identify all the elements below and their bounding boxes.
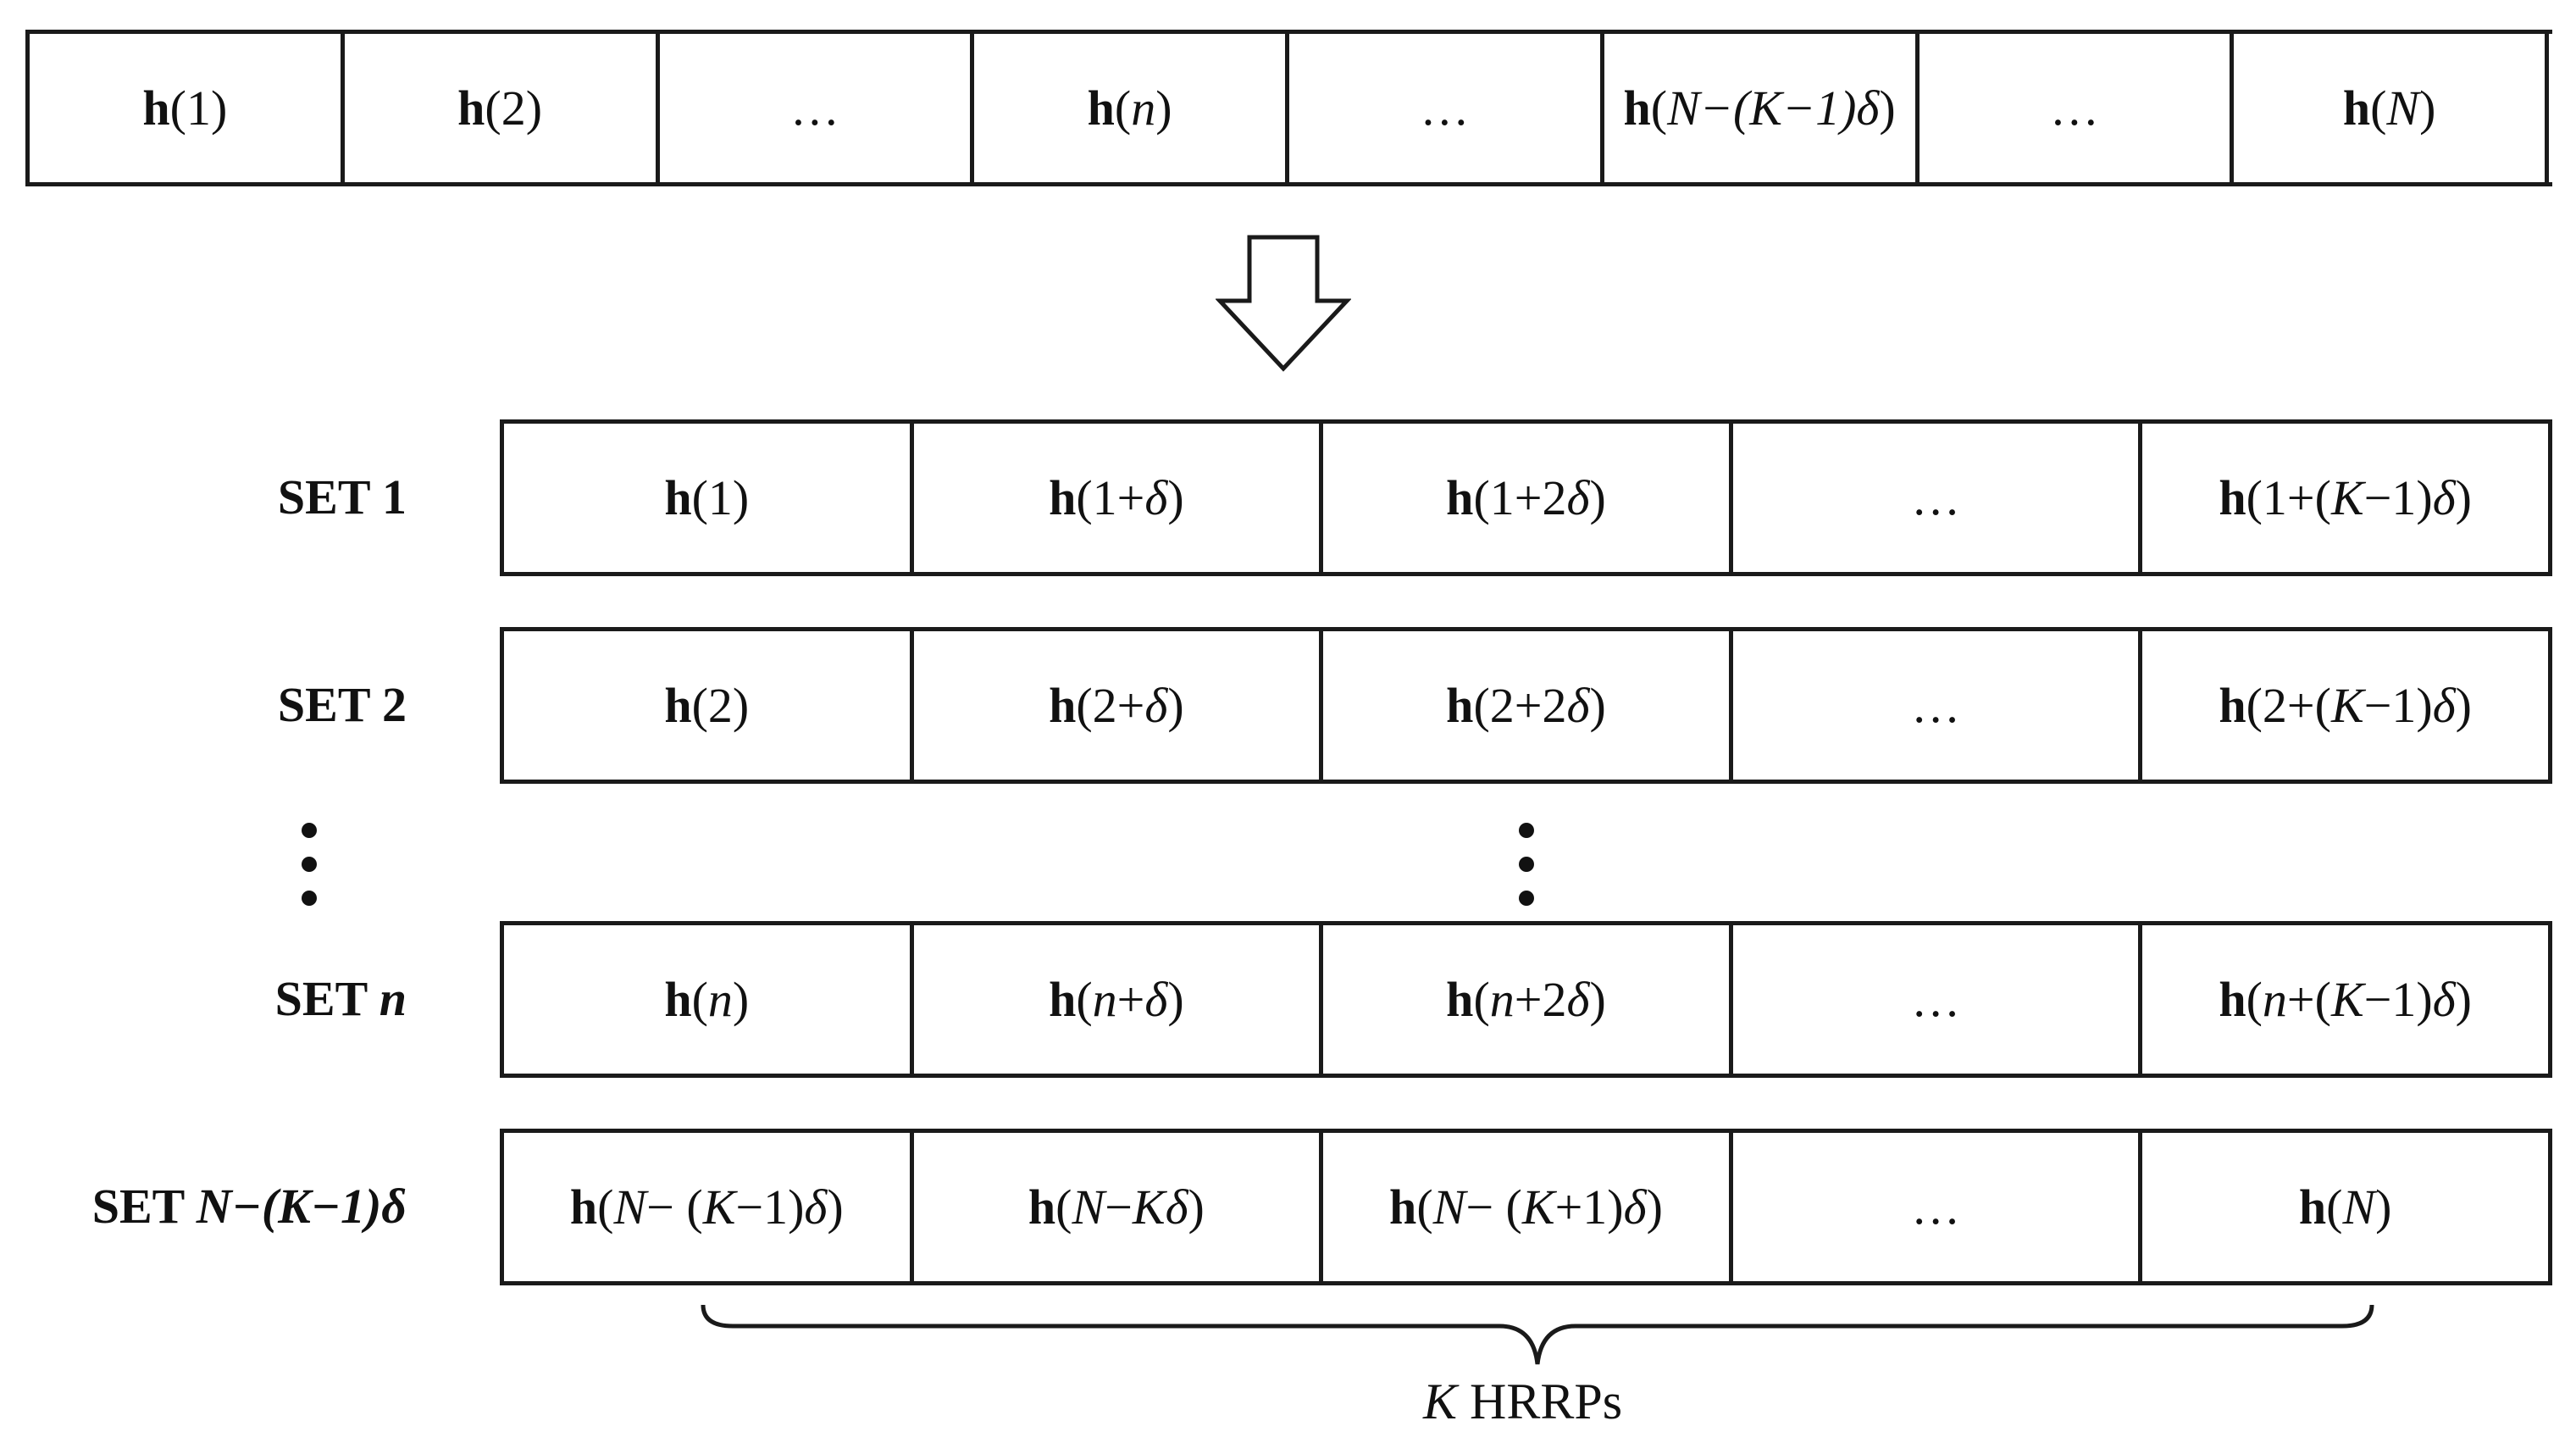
hrrp-sequence-row: h(1) h(2) … h(n) … h(N−(K−1)δ) … h(N) [25,30,2552,186]
cell-text: h(n+2δ) [1446,972,1606,1027]
cell-text: … [1911,470,1961,525]
cell-text: … [2049,80,2099,136]
set-cell: h(N− (K+1)δ) [1323,1133,1733,1281]
sequence-cell-ellipsis: … [1920,34,2235,182]
cell-text: h(1+2δ) [1446,470,1606,525]
sequence-cell: h(N−(K−1)δ) [1604,34,1920,182]
cell-text: h(2) [457,80,543,136]
set-cell: h(2) [504,631,914,780]
cell-text: … [1911,972,1961,1027]
set-cell: h(N) [2142,1133,2552,1281]
set-row: h(n) h(n+δ) h(n+2δ) … h(n+(K−1)δ) [500,921,2552,1078]
sequence-cell: h(1) [30,34,345,182]
set-cell: h(n+δ) [914,925,1324,1074]
set-cell: h(N−Kδ) [914,1133,1324,1281]
set-label: SET 1 [277,469,407,524]
cell-text: h(N−Kδ) [1028,1179,1205,1235]
sequence-cell-ellipsis: … [1289,34,1604,182]
cell-text: h(2+2δ) [1446,678,1606,733]
down-arrow-icon [1216,235,1351,372]
set-cell-ellipsis: … [1733,631,2143,780]
sequence-cell-ellipsis: … [660,34,975,182]
cell-text: h(1) [664,470,750,525]
cell-text: h(2+(K−1)δ) [2219,678,2472,733]
sequence-cell: h(N) [2234,34,2549,182]
set-cell: h(n+(K−1)δ) [2142,925,2552,1074]
cell-text: h(N) [2298,1179,2392,1235]
cell-text: h(1) [142,80,228,136]
set-cell: h(1+δ) [914,424,1324,572]
cell-text: h(N) [2342,80,2436,136]
cell-text: h(1+δ) [1049,470,1184,525]
set-cell: h(1) [504,424,914,572]
set-cell: h(2+(K−1)δ) [2142,631,2552,780]
set-cell: h(N− (K−1)δ) [504,1133,914,1281]
cell-text: h(N− (K−1)δ) [569,1179,844,1235]
cell-text: h(n+(K−1)δ) [2219,972,2472,1027]
vertical-ellipsis-icon [1519,823,1534,906]
cell-text: … [1911,678,1961,733]
set-row: h(1) h(1+δ) h(1+2δ) … h(1+(K−1)δ) [500,419,2552,576]
set-label: SET N−(K−1)δ [91,1179,407,1234]
set-cell-ellipsis: … [1733,1133,2143,1281]
set-row: h(2) h(2+δ) h(2+2δ) … h(2+(K−1)δ) [500,627,2552,784]
set-row: h(N− (K−1)δ) h(N−Kδ) h(N− (K+1)δ) … h(N) [500,1129,2552,1285]
curly-brace-icon [701,1304,2374,1365]
set-label: SET 2 [277,677,407,732]
cell-text: h(N− (K+1)δ) [1389,1179,1663,1235]
set-cell: h(n+2δ) [1323,925,1733,1074]
set-cell: h(1+2δ) [1323,424,1733,572]
cell-text: h(n) [664,972,750,1027]
cell-text: … [1420,80,1470,136]
cell-text: … [1911,1179,1961,1235]
k-hrrps-label: K HRRPs [1423,1374,1623,1429]
cell-text: h(n) [1087,80,1172,136]
set-label: SET n [274,971,407,1026]
sequence-cell: h(2) [345,34,660,182]
set-cell: h(n) [504,925,914,1074]
cell-text: h(1+(K−1)δ) [2219,470,2472,525]
set-cell: h(2+δ) [914,631,1324,780]
vertical-ellipsis-icon [302,823,317,906]
set-cell-ellipsis: … [1733,925,2143,1074]
cell-text: h(2) [664,678,750,733]
cell-text: h(2+δ) [1049,678,1184,733]
set-cell: h(1+(K−1)δ) [2142,424,2552,572]
cell-text: h(n+δ) [1049,972,1184,1027]
cell-text: h(N−(K−1)δ) [1623,80,1896,136]
cell-text: … [789,80,839,136]
sequence-cell: h(n) [974,34,1289,182]
set-cell: h(2+2δ) [1323,631,1733,780]
set-cell-ellipsis: … [1733,424,2143,572]
